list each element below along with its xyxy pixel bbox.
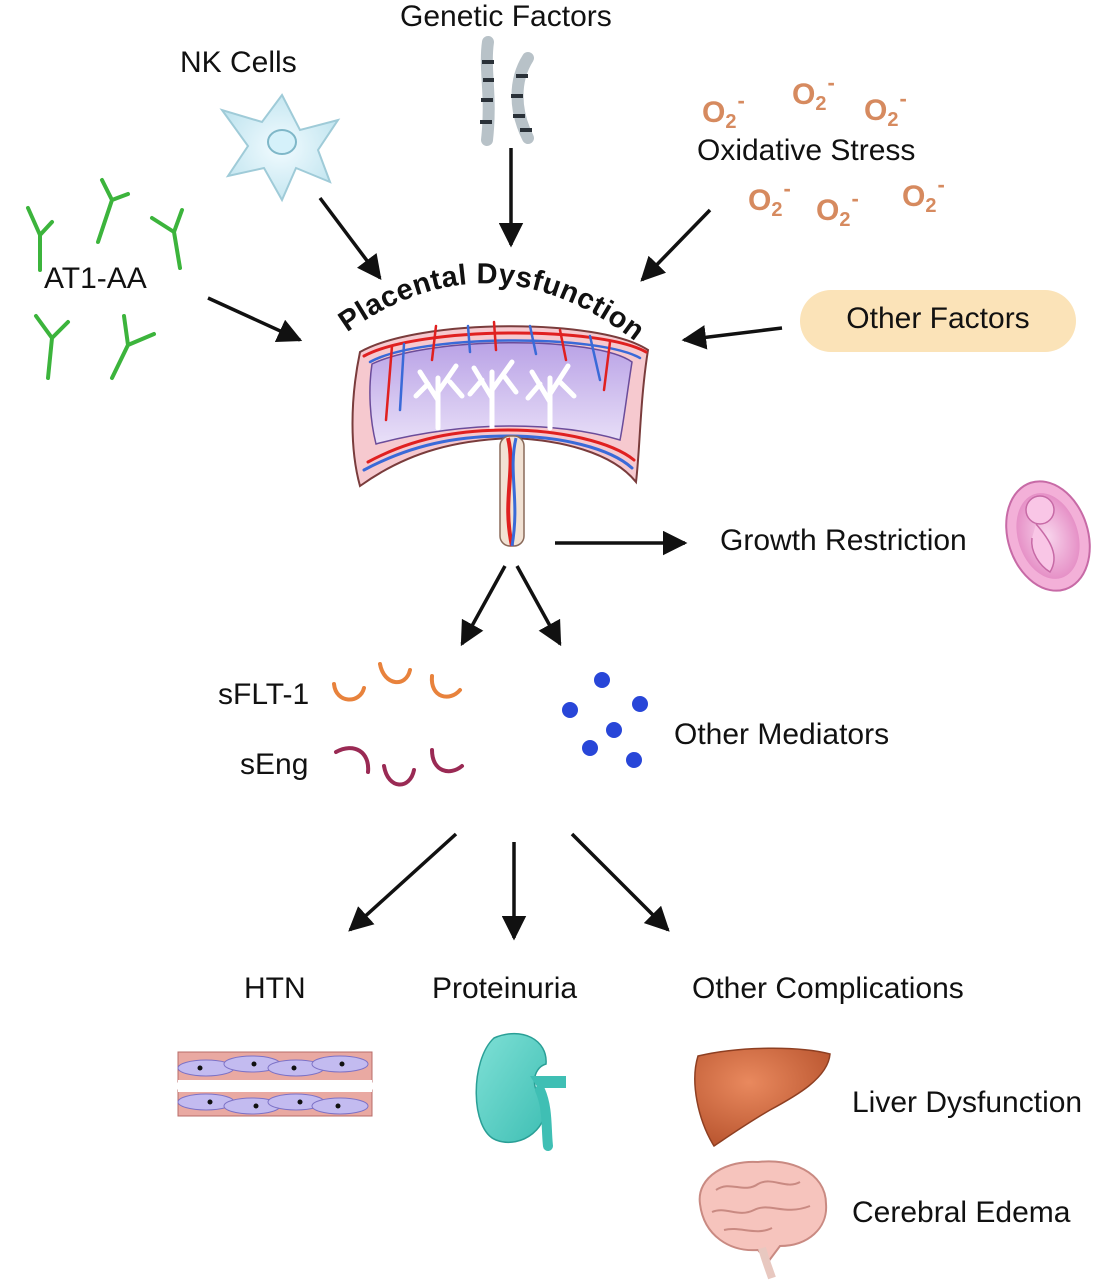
- blood-vessel-icon: [177, 1051, 373, 1117]
- htn-label: HTN: [244, 972, 306, 1005]
- nk-cells-label: NK Cells: [180, 46, 297, 79]
- oxygen-radical-6: O2-: [902, 172, 945, 217]
- other-factors-badge: Other Factors: [800, 290, 1076, 352]
- kidney-icon: [475, 1033, 566, 1151]
- at1-aa-label: AT1-AA: [44, 262, 147, 295]
- brain-icon: [698, 1160, 828, 1280]
- liver-dysfunction-label: Liver Dysfunction: [852, 1086, 1083, 1119]
- oxygen-radical-4: O2-: [748, 176, 791, 221]
- cerebral-edema-label: Cerebral Edema: [852, 1196, 1071, 1229]
- mediator-arrows: [460, 565, 562, 647]
- growth-restriction-label: Growth Restriction: [720, 524, 967, 557]
- arrow-nk-to-placenta: [318, 196, 382, 280]
- nk-cell-icon: [219, 93, 341, 203]
- seng-icons: [334, 746, 464, 787]
- oxygen-radical-3: O2-: [864, 86, 907, 131]
- arrow-other-factors-to-placenta: [681, 325, 783, 350]
- outcome-arrows: [348, 832, 670, 941]
- antibody-icons: [26, 178, 184, 380]
- mediator-dots: [562, 672, 648, 768]
- oxygen-radical-5: O2-: [816, 186, 859, 231]
- oxidative-stress-label: Oxidative Stress: [697, 134, 916, 167]
- oxygen-radical-1: O2-: [702, 88, 745, 133]
- fetus-icon: [1005, 480, 1091, 592]
- arrow-at1aa-to-placenta: [207, 296, 303, 342]
- other-mediators-label: Other Mediators: [674, 718, 890, 751]
- sflt1-label: sFLT-1: [218, 678, 310, 711]
- oxygen-radical-2: O2-: [792, 70, 835, 115]
- liver-icon: [694, 1047, 831, 1148]
- other-complications-label: Other Complications: [692, 972, 964, 1005]
- chromosome-icon: [480, 36, 534, 146]
- sflt1-icons: [332, 662, 462, 702]
- other-factors-label: Other Factors: [846, 302, 1030, 335]
- arrow-oxidative-to-placenta: [640, 208, 712, 282]
- genetic-factors-label: Genetic Factors: [400, 0, 612, 33]
- input-arrows: [207, 148, 783, 350]
- proteinuria-label: Proteinuria: [432, 972, 578, 1005]
- seng-label: sEng: [240, 748, 309, 781]
- placenta-illustration: [351, 320, 650, 547]
